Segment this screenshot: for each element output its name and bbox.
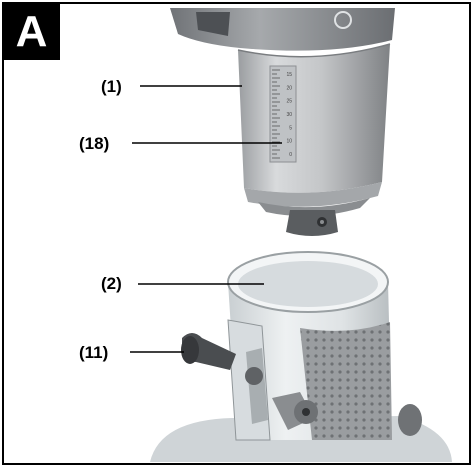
panel-letter: A	[16, 7, 48, 56]
callout-2: (2)	[101, 274, 264, 293]
clamp-gear	[245, 367, 263, 385]
callout-1: (1)	[101, 77, 242, 96]
base-opening	[238, 261, 378, 307]
callout-label-1: (1)	[101, 77, 122, 96]
collet-nut	[286, 210, 338, 236]
scale-label: 0	[289, 152, 292, 158]
callout-18: (18)	[79, 134, 282, 153]
motor-vent	[196, 12, 230, 36]
motor-unit: 15 20 25 30 5 10 0	[170, 8, 395, 236]
grip-band	[300, 322, 392, 440]
router-base	[150, 251, 452, 462]
brand-logo-icon	[334, 11, 352, 29]
depth-scale: 15 20 25 30 5 10 0	[269, 65, 297, 163]
scale-label: 25	[286, 99, 292, 105]
panel-letter-badge: A	[3, 3, 60, 60]
callout-label-18: (18)	[79, 134, 109, 153]
scale-label: 30	[286, 112, 292, 118]
callout-label-11: (11)	[79, 343, 108, 362]
callout-11: (11)	[79, 343, 184, 362]
callout-label-2: (2)	[101, 274, 122, 293]
scale-label: 15	[286, 72, 292, 78]
scale-label: 20	[286, 85, 292, 91]
scale-label: 5	[289, 125, 292, 131]
motor-cylinder	[238, 44, 390, 193]
motor-ring	[244, 182, 382, 207]
base-knob	[398, 404, 422, 436]
scale-label: 10	[286, 139, 292, 145]
